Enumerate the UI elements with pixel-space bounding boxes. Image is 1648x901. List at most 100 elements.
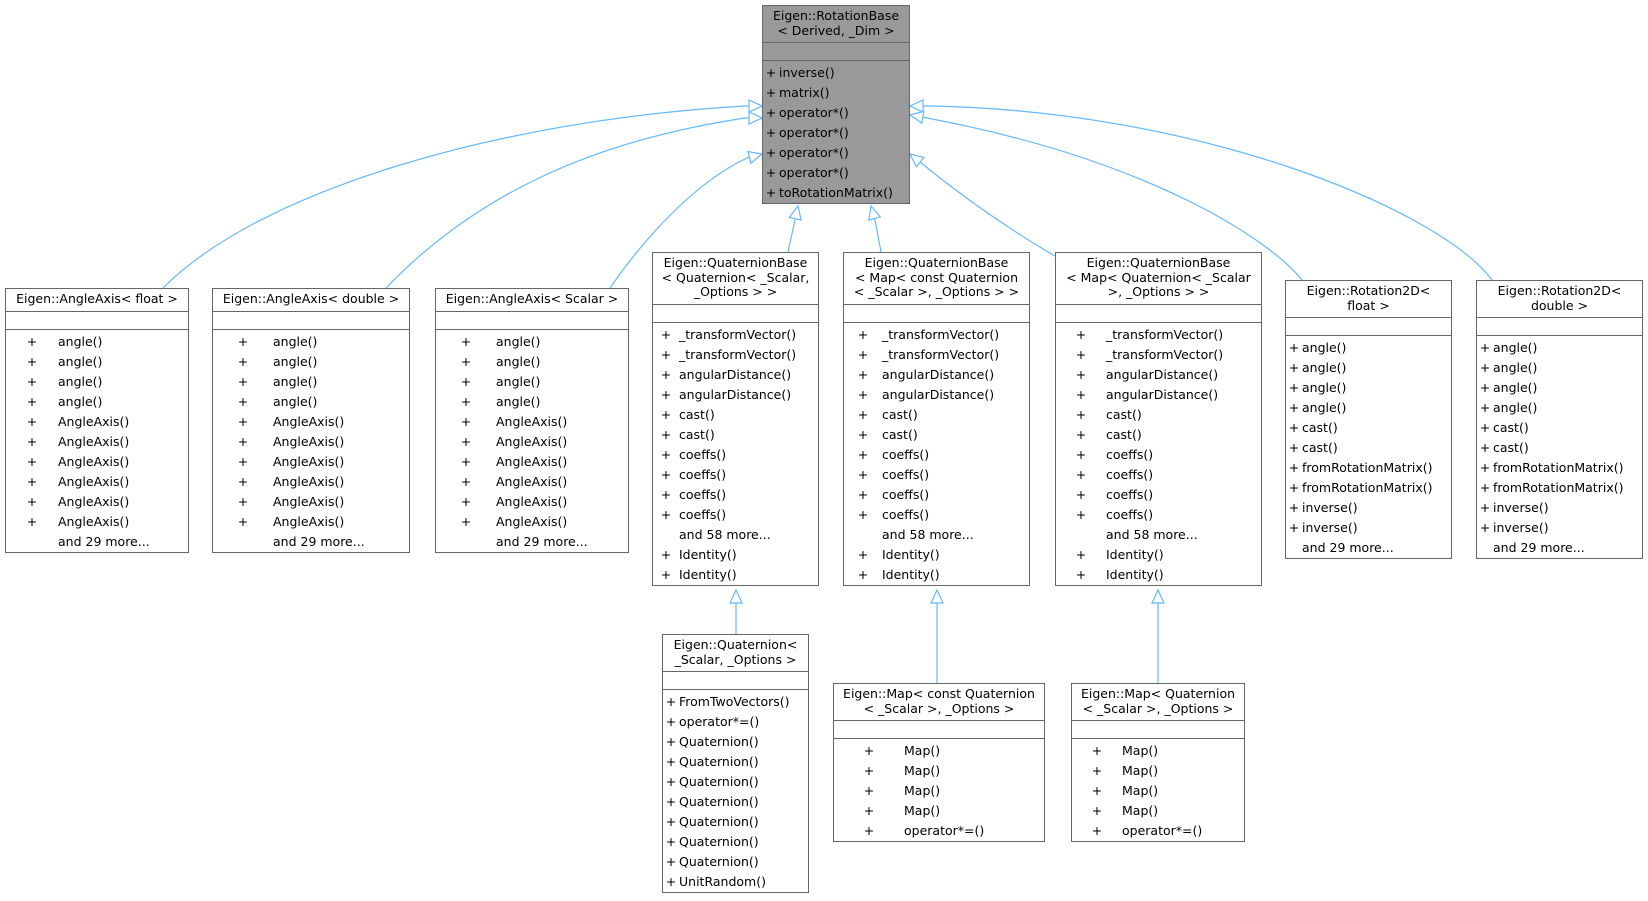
method-row[interactable]: +cast() bbox=[653, 405, 818, 425]
method-row[interactable]: +Quaternion() bbox=[663, 772, 808, 792]
more-methods-link[interactable]: and 29 more... bbox=[1302, 540, 1394, 555]
method-row[interactable]: +angle() bbox=[1286, 378, 1451, 398]
method-row[interactable]: +AngleAxis() bbox=[213, 472, 409, 492]
method-row[interactable]: +Map() bbox=[834, 801, 1044, 821]
method-row[interactable]: +angularDistance() bbox=[1056, 385, 1261, 405]
method-row[interactable]: +angle() bbox=[1477, 378, 1642, 398]
method-row[interactable]: +Map() bbox=[1072, 781, 1244, 801]
method-row[interactable]: +coeffs() bbox=[653, 505, 818, 525]
method-row[interactable]: +coeffs() bbox=[1056, 445, 1261, 465]
method-row[interactable]: +Identity() bbox=[653, 545, 818, 565]
method-row[interactable]: +AngleAxis() bbox=[6, 412, 188, 432]
method-row[interactable]: +operator*() bbox=[763, 103, 909, 123]
method-row[interactable]: +coeffs() bbox=[1056, 505, 1261, 525]
method-row[interactable]: +operator*() bbox=[763, 123, 909, 143]
method-row[interactable]: +AngleAxis() bbox=[436, 432, 628, 452]
class-node-map-const-quaternion[interactable]: Eigen::Map< const Quaternion< _Scalar >,… bbox=[833, 683, 1045, 842]
method-row[interactable]: +_transformVector() bbox=[844, 345, 1029, 365]
method-row[interactable]: +AngleAxis() bbox=[6, 492, 188, 512]
method-row[interactable]: +AngleAxis() bbox=[213, 432, 409, 452]
more-methods-link[interactable]: and 58 more... bbox=[882, 526, 974, 542]
method-row[interactable]: +angle() bbox=[1477, 398, 1642, 418]
class-node-map-quaternion[interactable]: Eigen::Map< Quaternion< _Scalar >, _Opti… bbox=[1071, 683, 1245, 842]
method-row[interactable]: +angularDistance() bbox=[844, 365, 1029, 385]
method-row[interactable]: +AngleAxis() bbox=[213, 492, 409, 512]
method-row[interactable]: +fromRotationMatrix() bbox=[1286, 458, 1451, 478]
method-row[interactable]: +angle() bbox=[1286, 338, 1451, 358]
method-row[interactable]: +_transformVector() bbox=[653, 325, 818, 345]
method-row[interactable]: +Map() bbox=[1072, 741, 1244, 761]
method-row[interactable]: +operator*() bbox=[763, 143, 909, 163]
more-methods-link[interactable]: and 58 more... bbox=[1106, 526, 1198, 542]
method-row[interactable]: +angularDistance() bbox=[653, 365, 818, 385]
method-row[interactable]: +angle() bbox=[213, 332, 409, 352]
method-row[interactable]: +Identity() bbox=[653, 565, 818, 585]
class-node-angleaxis-double[interactable]: Eigen::AngleAxis< double >+angle()+angle… bbox=[212, 288, 410, 553]
method-row[interactable]: +angle() bbox=[213, 392, 409, 412]
more-methods-link[interactable]: and 29 more... bbox=[273, 533, 365, 549]
method-row[interactable]: +cast() bbox=[1286, 438, 1451, 458]
method-row[interactable]: +angle() bbox=[6, 372, 188, 392]
method-row[interactable]: +angle() bbox=[6, 352, 188, 372]
method-row[interactable]: +coeffs() bbox=[1056, 465, 1261, 485]
class-node-qb-quaternion[interactable]: Eigen::QuaternionBase< Quaternion< _Scal… bbox=[652, 252, 819, 586]
method-row[interactable]: +inverse() bbox=[763, 63, 909, 83]
method-row[interactable]: +AngleAxis() bbox=[436, 492, 628, 512]
method-row[interactable]: +Quaternion() bbox=[663, 852, 808, 872]
class-node-rotation2d-double[interactable]: Eigen::Rotation2D<double >+angle()+angle… bbox=[1476, 280, 1643, 559]
method-row[interactable]: +_transformVector() bbox=[844, 325, 1029, 345]
method-row[interactable]: +coeffs() bbox=[1056, 485, 1261, 505]
method-row[interactable]: +inverse() bbox=[1477, 498, 1642, 518]
method-row[interactable]: +inverse() bbox=[1286, 518, 1451, 538]
method-row[interactable]: +Quaternion() bbox=[663, 832, 808, 852]
method-row[interactable]: +cast() bbox=[844, 425, 1029, 445]
method-row[interactable]: +Map() bbox=[834, 761, 1044, 781]
method-row[interactable]: +AngleAxis() bbox=[213, 512, 409, 532]
method-row[interactable]: +angle() bbox=[213, 372, 409, 392]
method-row[interactable]: +AngleAxis() bbox=[436, 472, 628, 492]
method-row[interactable]: +angle() bbox=[213, 352, 409, 372]
class-node-angleaxis-scalar[interactable]: Eigen::AngleAxis< Scalar >+angle()+angle… bbox=[435, 288, 629, 553]
method-row[interactable]: +operator*=() bbox=[1072, 821, 1244, 841]
method-row[interactable]: +coeffs() bbox=[844, 445, 1029, 465]
class-node-rotation2d-float[interactable]: Eigen::Rotation2D<float >+angle()+angle(… bbox=[1285, 280, 1452, 559]
method-row[interactable]: +coeffs() bbox=[844, 465, 1029, 485]
method-row[interactable]: +cast() bbox=[1056, 425, 1261, 445]
method-row[interactable]: +AngleAxis() bbox=[6, 452, 188, 472]
method-row[interactable]: +Map() bbox=[834, 741, 1044, 761]
method-row[interactable]: +angle() bbox=[436, 352, 628, 372]
method-row[interactable]: +AngleAxis() bbox=[436, 452, 628, 472]
method-row[interactable]: +AngleAxis() bbox=[436, 512, 628, 532]
more-methods-link[interactable]: and 29 more... bbox=[496, 533, 588, 549]
method-row[interactable]: +_transformVector() bbox=[653, 345, 818, 365]
method-row[interactable]: +angle() bbox=[1477, 358, 1642, 378]
method-row[interactable]: +AngleAxis() bbox=[6, 432, 188, 452]
method-row[interactable]: +angle() bbox=[436, 332, 628, 352]
more-methods-link[interactable]: and 29 more... bbox=[1493, 540, 1585, 555]
method-row[interactable]: +Quaternion() bbox=[663, 732, 808, 752]
more-methods-link[interactable]: and 58 more... bbox=[679, 526, 771, 542]
method-row[interactable]: +cast() bbox=[1477, 438, 1642, 458]
method-row[interactable]: +AngleAxis() bbox=[6, 472, 188, 492]
method-row[interactable]: +cast() bbox=[653, 425, 818, 445]
method-row[interactable]: +fromRotationMatrix() bbox=[1286, 478, 1451, 498]
method-row[interactable]: +cast() bbox=[1286, 418, 1451, 438]
method-row[interactable]: +angle() bbox=[6, 392, 188, 412]
method-row[interactable]: +operator*() bbox=[763, 163, 909, 183]
method-row[interactable]: +Identity() bbox=[844, 545, 1029, 565]
method-row[interactable]: +FromTwoVectors() bbox=[663, 692, 808, 712]
method-row[interactable]: +angularDistance() bbox=[1056, 365, 1261, 385]
method-row[interactable]: +matrix() bbox=[763, 83, 909, 103]
method-row[interactable]: +cast() bbox=[1477, 418, 1642, 438]
method-row[interactable]: +inverse() bbox=[1286, 498, 1451, 518]
method-row[interactable]: +cast() bbox=[844, 405, 1029, 425]
method-row[interactable]: +_transformVector() bbox=[1056, 325, 1261, 345]
method-row[interactable]: +angle() bbox=[436, 392, 628, 412]
method-row[interactable]: +Map() bbox=[1072, 801, 1244, 821]
method-row[interactable]: +angle() bbox=[6, 332, 188, 352]
method-row[interactable]: +AngleAxis() bbox=[6, 512, 188, 532]
class-node-qb-map-const[interactable]: Eigen::QuaternionBase< Map< const Quater… bbox=[843, 252, 1030, 586]
method-row[interactable]: +angle() bbox=[1477, 338, 1642, 358]
method-row[interactable]: +angle() bbox=[1286, 358, 1451, 378]
method-row[interactable]: +Identity() bbox=[1056, 565, 1261, 585]
